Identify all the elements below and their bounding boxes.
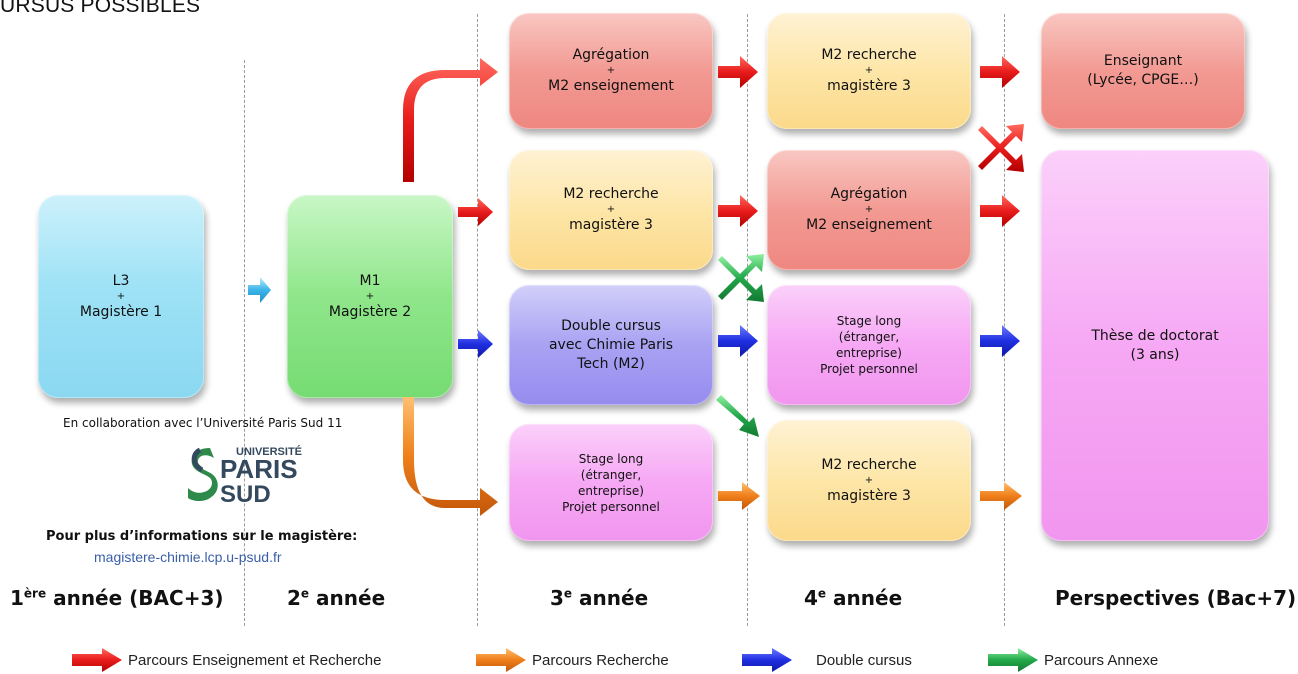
right-arrow-icon (980, 195, 1020, 227)
curved-down-arrow-icon (403, 397, 498, 516)
right-arrow-icon (718, 56, 758, 88)
legend-item-enseignement-recherche: Parcours Enseignement et Recherche (72, 648, 381, 672)
year-label-4: 4e année (804, 586, 903, 610)
column-divider (747, 14, 748, 626)
green-arrow-icon (988, 648, 1038, 672)
diagonal-arrow-icon (716, 395, 759, 437)
column-divider (477, 14, 478, 626)
column-divider (1004, 14, 1005, 626)
legend-item-double-cursus: Double cursus (742, 648, 912, 672)
year-label-1: 1ère année (BAC+3) (10, 586, 224, 610)
right-arrow-icon (458, 330, 493, 358)
cross-arrows-icon (718, 254, 764, 302)
box-y4-stage-long: Stage long (étranger, entreprise) Projet… (767, 285, 971, 405)
right-arrow-icon (718, 325, 758, 357)
box-l3: L3 + Magistère 1 (38, 195, 204, 398)
right-arrow-icon (980, 56, 1020, 88)
box-y3-double-cursus: Double cursus avec Chimie Paris Tech (M2… (509, 285, 713, 405)
universite-paris-sud-logo: UNIVERSITÉ PARIS SUD (186, 442, 306, 508)
box-y4-m2-recherche-top: M2 recherche + magistère 3 (767, 13, 971, 129)
right-arrow-icon (718, 195, 758, 227)
column-divider (244, 60, 245, 626)
year-label-3: 3e année (550, 586, 649, 610)
svg-text:SUD: SUD (220, 481, 271, 504)
year-label-perspectives: Perspectives (Bac+7) (1055, 586, 1297, 610)
blue-arrow-icon (742, 648, 792, 672)
svg-text:UNIVERSITÉ: UNIVERSITÉ (236, 445, 302, 458)
collaboration-text: En collaboration avec l’Université Paris… (63, 416, 343, 430)
more-info-text: Pour plus d’informations sur le magistèr… (46, 529, 358, 544)
box-y3-stage-long: Stage long (étranger, entreprise) Projet… (509, 424, 713, 541)
orange-arrow-icon (476, 648, 526, 672)
right-arrow-icon (248, 277, 271, 303)
box-y4-agregation: Agrégation + M2 enseignement (767, 150, 971, 270)
right-arrow-icon (980, 482, 1022, 510)
legend-item-recherche: Parcours Recherche (476, 648, 669, 672)
diagram-title: URSUS POSSIBLES (0, 0, 201, 17)
right-arrow-icon (980, 325, 1020, 357)
box-enseignant: Enseignant (Lycée, CPGE…) (1041, 13, 1245, 129)
right-arrow-icon (458, 198, 493, 226)
right-arrow-icon (718, 482, 760, 510)
legend-item-annexe: Parcours Annexe (988, 648, 1158, 672)
svg-text:PARIS: PARIS (220, 454, 298, 484)
box-m1: M1 + Magistère 2 (287, 195, 453, 398)
red-arrow-icon (72, 648, 122, 672)
curved-up-arrow-icon (403, 58, 498, 182)
box-y4-m2-recherche-bottom: M2 recherche + magistère 3 (767, 420, 971, 541)
box-y3-agregation: Agrégation + M2 enseignement (509, 13, 713, 129)
cross-arrows-icon (978, 124, 1024, 172)
year-label-2: 2e année (287, 586, 386, 610)
box-y3-m2-recherche: M2 recherche + magistère 3 (509, 150, 713, 270)
magistere-website-link[interactable]: magistere-chimie.lcp.u-psud.fr (94, 549, 282, 565)
box-these: Thèse de doctorat (3 ans) (1041, 150, 1269, 541)
